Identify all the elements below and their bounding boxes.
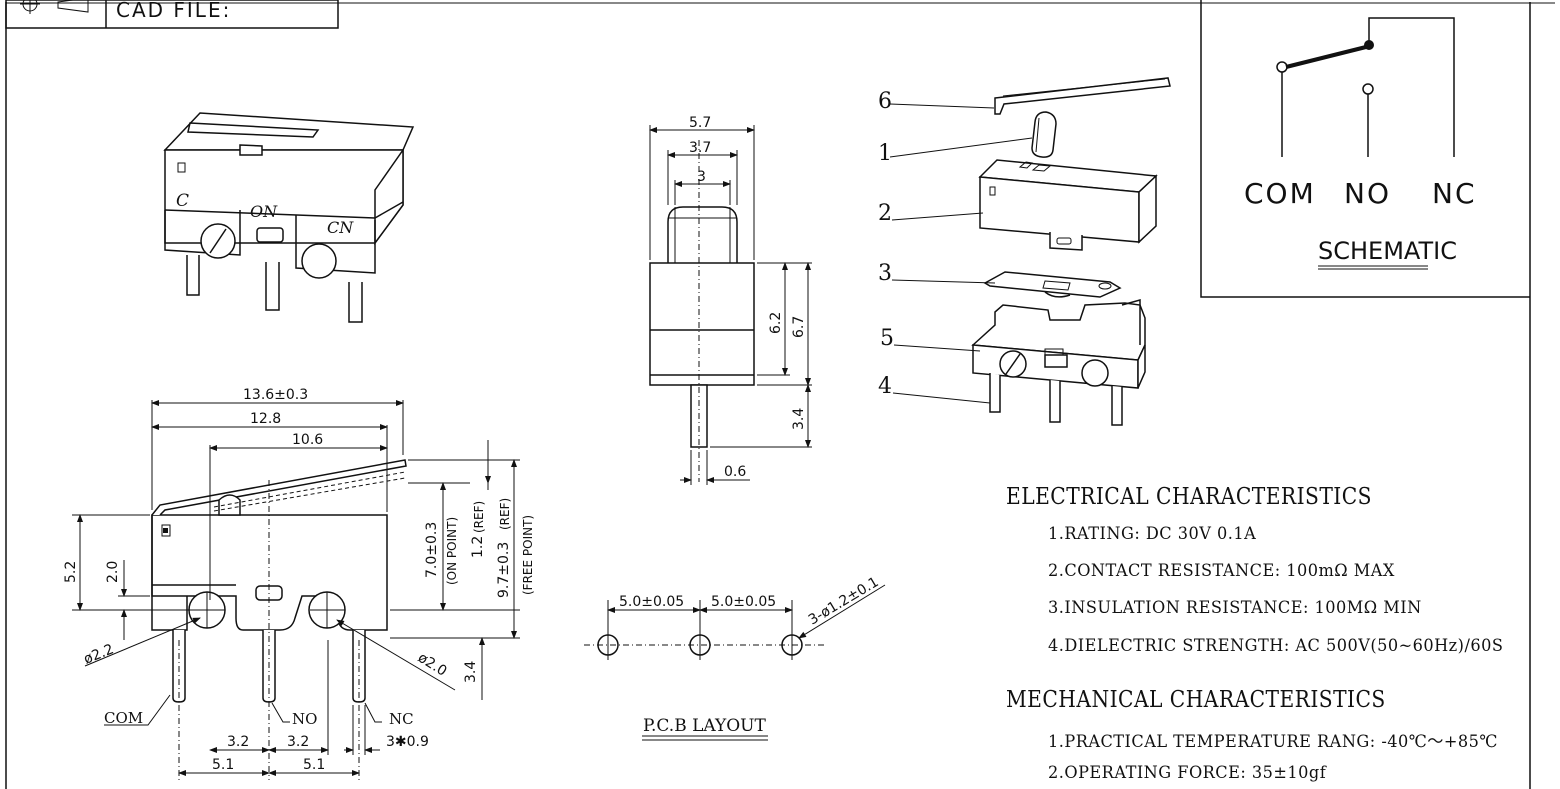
dim-pitch-5-1a: 5.1 — [212, 757, 234, 773]
electrical-item-1: 1.RATING: DC 30V 0.1A — [1048, 524, 1257, 544]
pin-label-nc: NC — [389, 710, 414, 728]
dim-pitch-5-1b: 5.1 — [303, 757, 325, 773]
exploded-view: 6 1 2 3 5 4 — [878, 77, 1171, 426]
iso-view: C ON CN — [163, 112, 415, 323]
mechanical-item-1: 1.PRACTICAL TEMPERATURE RANG: -40℃～+85℃ — [1048, 732, 1498, 752]
dim-ref-note: (REF) — [472, 501, 486, 533]
iso-label-c: C — [176, 191, 189, 211]
dim-pin-width: 3✱0.9 — [386, 734, 429, 750]
mechanical-item-2: 2.OPERATING FORCE: 35±10gf — [1048, 763, 1327, 783]
callout-6: 6 — [878, 89, 892, 114]
dim-free-point: 9.7±0.3 — [496, 542, 512, 598]
callout-5: 5 — [880, 326, 894, 351]
projection-cone-icon — [57, 0, 89, 13]
dim-on-point-note: (ON POINT) — [445, 517, 459, 585]
dim-height-3-4: 3.4 — [791, 408, 807, 430]
callout-2: 2 — [878, 201, 892, 226]
dim-pitch-3-2a: 3.2 — [227, 734, 249, 750]
dim-width-3: 3 — [697, 169, 706, 185]
dim-height-6-2: 6.2 — [768, 312, 784, 334]
dim-pin-0-6: 0.6 — [724, 464, 746, 480]
dim-dia-2-2: ø2.2 — [82, 641, 117, 667]
dim-ref-1-2: 1.2 — [470, 536, 486, 558]
callout-1: 1 — [878, 141, 892, 166]
pcb-holes-spec: 3-ø1.2±0.1 — [806, 574, 882, 628]
iso-label-on: ON — [250, 202, 278, 221]
mechanical-title: MECHANICAL CHARACTERISTICS — [1006, 687, 1386, 713]
dim-height-5-2: 5.2 — [63, 561, 79, 583]
schematic-no: NO — [1344, 177, 1391, 210]
dim-free-ref: (REF) — [498, 498, 512, 530]
dim-width-5-7: 5.7 — [689, 115, 711, 131]
dim-body: 12.8 — [250, 411, 281, 427]
front-view: 13.6±0.3 12.8 10.6 5.2 2.0 7.0±0.3 (ON P… — [63, 387, 535, 780]
schematic-caption: SCHEMATIC — [1318, 237, 1457, 265]
electrical-item-3: 3.INSULATION RESISTANCE: 100MΩ MIN — [1048, 598, 1422, 618]
schematic-nc: NC — [1432, 177, 1477, 210]
dim-height-6-7: 6.7 — [791, 316, 807, 338]
pin-label-com: COM — [104, 709, 143, 727]
cad-file-label: CAD FILE: — [116, 0, 231, 22]
callout-3: 3 — [878, 261, 892, 286]
pcb-caption: P.C.B LAYOUT — [643, 716, 766, 736]
schematic-com: COM — [1244, 177, 1316, 210]
dim-lever-pivot: 10.6 — [292, 432, 323, 448]
title-block: CAD FILE: — [5, 0, 339, 29]
dim-height-2-0: 2.0 — [105, 561, 121, 583]
dim-dia-2-0: ø2.0 — [415, 650, 450, 680]
dim-pin-3-4: 3.4 — [463, 661, 479, 683]
dim-on-point: 7.0±0.3 — [424, 522, 440, 578]
electrical-title: ELECTRICAL CHARACTERISTICS — [1006, 484, 1372, 510]
schematic-box: COM NO NC SCHEMATIC — [1200, 0, 1530, 298]
sheet-frame — [5, 2, 1555, 789]
callout-4: 4 — [878, 374, 892, 399]
dim-overall: 13.6±0.3 — [243, 387, 308, 403]
electrical-item-4: 4.DIELECTRIC STRENGTH: AC 500V(50~60Hz)/… — [1048, 636, 1504, 656]
side-view: 5.7 3.7 3 6.2 6.7 3.4 0.6 — [649, 115, 812, 485]
dim-width-3-7: 3.7 — [689, 140, 711, 156]
pin-label-no: NO — [292, 710, 317, 728]
switch-contact-arm — [1285, 45, 1367, 69]
pcb-pitch-a: 5.0±0.05 — [619, 594, 684, 610]
dim-free-point-note: (FREE POINT) — [521, 515, 535, 595]
pcb-layout: 5.0±0.05 5.0±0.05 3-ø1.2±0.1 P.C.B LAYOU… — [584, 574, 886, 741]
electrical-item-2: 2.CONTACT RESISTANCE: 100mΩ MAX — [1048, 561, 1395, 581]
iso-label-cn: CN — [327, 218, 354, 237]
pcb-pitch-b: 5.0±0.05 — [711, 594, 776, 610]
dim-pitch-3-2b: 3.2 — [287, 734, 309, 750]
